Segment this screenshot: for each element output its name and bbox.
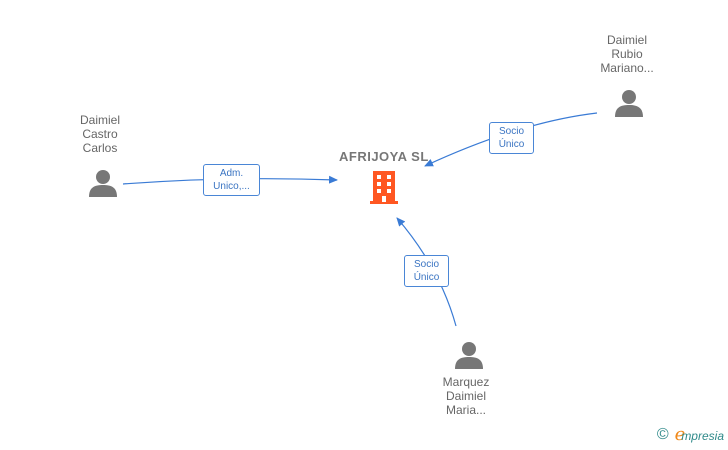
relation-label-marquez[interactable]: Socio Único [404, 255, 449, 287]
name-line: Mariano... [600, 61, 654, 75]
name-line: Rubio [611, 47, 643, 61]
name-line: Daimiel [79, 113, 120, 127]
building-icon[interactable] [367, 169, 401, 205]
person-label-rubio[interactable]: Daimiel Rubio Mariano... [587, 33, 667, 75]
person-icon[interactable] [88, 168, 118, 198]
person-icon[interactable] [454, 340, 484, 370]
person-label-castro[interactable]: Daimiel Castro Carlos [60, 113, 140, 155]
name-line: Daimiel [606, 33, 647, 47]
person-label-marquez[interactable]: Marquez Daimiel Maria... [426, 375, 506, 417]
relation-label-castro[interactable]: Adm. Unico,... [203, 164, 260, 196]
relation-line: Socio [413, 259, 439, 270]
name-line: Daimiel [445, 389, 486, 403]
name-line: Carlos [82, 141, 118, 155]
brand-footer: © empresia [657, 424, 724, 445]
relation-label-rubio[interactable]: Socio Único [489, 122, 534, 154]
name-line: Marquez [442, 375, 490, 389]
copyright-icon: © [656, 425, 669, 443]
name-line: Castro [82, 127, 118, 141]
brand-initial: e [674, 424, 686, 445]
brand-rest: mpresia [681, 429, 724, 443]
person-icon[interactable] [614, 88, 644, 118]
relation-line: Único [413, 272, 440, 283]
relation-line: Único [498, 139, 525, 150]
relation-line: Unico,... [213, 181, 250, 192]
name-line: Maria... [445, 403, 486, 417]
relation-line: Adm. [219, 168, 244, 179]
empresia-logo: empresia [675, 424, 724, 445]
company-name[interactable]: AFRIJOYA SL [339, 149, 429, 164]
relation-line: Socio [498, 126, 524, 137]
